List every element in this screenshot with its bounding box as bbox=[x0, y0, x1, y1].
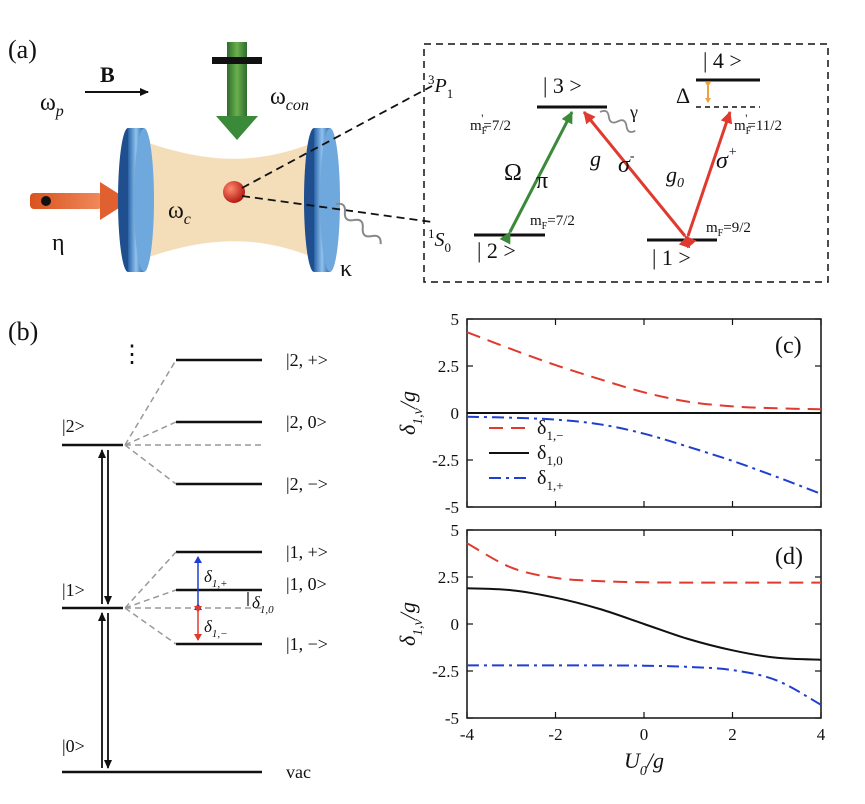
panel-b: (b) ⋮ |2> |1> |0> δ1,+ δ1,0 δ1,− bbox=[8, 317, 328, 782]
ellipsis: ⋮ bbox=[120, 342, 144, 368]
g-label: g bbox=[590, 146, 601, 171]
omega-c-label: ωc bbox=[168, 198, 191, 228]
label-ket-1: |1> bbox=[62, 580, 85, 600]
mf-state-1: mF=9/2 bbox=[706, 220, 751, 239]
gamma-label: γ bbox=[629, 102, 638, 122]
left-mirror bbox=[118, 128, 154, 272]
series-line-2 bbox=[466, 415, 822, 495]
eta-label: η bbox=[52, 230, 65, 256]
delta-1-0-label: δ1,0 bbox=[252, 593, 274, 616]
state-2-label: | 2 > bbox=[477, 238, 516, 263]
y-axis-label: δ1,ν/g bbox=[395, 391, 426, 435]
y-axis-label: δ1,ν/g bbox=[395, 602, 426, 646]
omega-con-label: ωcon bbox=[270, 84, 309, 114]
panel-label-b: (b) bbox=[8, 317, 38, 346]
term-1S0: 1S0 bbox=[428, 226, 451, 255]
sigma-minus-transition-arrow bbox=[582, 111, 697, 249]
y-tick-label: -5 bbox=[445, 498, 459, 517]
state-4-label: | 4 > bbox=[703, 48, 742, 73]
state-1-label: | 1 > bbox=[652, 245, 691, 270]
x-axis-label: U0/g bbox=[624, 748, 664, 779]
atom bbox=[223, 181, 245, 203]
zoom-line-lower bbox=[241, 195, 433, 223]
term-3P1: 3P1 bbox=[428, 72, 453, 101]
sigma-plus-label: σ+ bbox=[716, 145, 737, 174]
y-tick-label: 2.5 bbox=[438, 357, 459, 376]
b-field-label: B bbox=[100, 62, 115, 87]
label-2-minus: |2, −> bbox=[286, 474, 328, 494]
label-2-plus: |2, +> bbox=[286, 350, 328, 370]
control-beam bbox=[212, 42, 262, 140]
chart-c: 5 2.5 0 -2.5 -5 δ1,ν/g (c) δ1,−δ1,0δ1,+ bbox=[395, 310, 822, 517]
x-tick-label: 4 bbox=[817, 725, 826, 744]
pi-transition-arrow bbox=[499, 111, 574, 245]
series-line-0 bbox=[466, 542, 821, 584]
series-line-0 bbox=[466, 331, 822, 411]
label-1-0: |1, 0> bbox=[286, 574, 327, 594]
y-tick-label: 5 bbox=[451, 521, 460, 540]
sigma-minus-label: σ- bbox=[618, 149, 635, 178]
legend-label-1: δ1,0 bbox=[537, 442, 563, 468]
mf-state-4: mF'=11/2 bbox=[734, 111, 782, 137]
omega-rabi-label: Ω bbox=[504, 160, 522, 186]
g0-label: g0 bbox=[666, 162, 684, 191]
x-tick-label: 2 bbox=[728, 725, 737, 744]
y-tick-label: 0 bbox=[451, 404, 460, 423]
y-tick-label: -2.5 bbox=[432, 662, 459, 681]
splitting-lines-2 bbox=[124, 359, 177, 485]
panel-a: (a) B ωp η ωcon ωc bbox=[8, 35, 829, 283]
level-scheme-box bbox=[423, 43, 829, 283]
label-1-minus: |1, −> bbox=[286, 634, 328, 654]
y-tick-label: 2.5 bbox=[438, 568, 459, 587]
label-ket-2: |2> bbox=[62, 416, 85, 436]
mf-state-2: mF=7/2 bbox=[530, 213, 575, 232]
delta-1-plus-label: δ1,+ bbox=[204, 567, 228, 590]
label-ket-0: |0> bbox=[62, 736, 85, 756]
label-2-0: |2, 0> bbox=[286, 412, 327, 432]
state-3-label: | 3 > bbox=[543, 73, 582, 98]
label-vac: vac bbox=[286, 762, 311, 782]
series-line-1 bbox=[466, 587, 822, 661]
probe-beam bbox=[30, 182, 130, 220]
omega-p-label: ωp bbox=[40, 90, 64, 120]
right-mirror bbox=[304, 128, 340, 272]
label-1-plus: |1, +> bbox=[286, 542, 328, 562]
series-line-2 bbox=[467, 664, 822, 706]
y-tick-label: -2.5 bbox=[432, 451, 459, 470]
zoom-line-upper bbox=[241, 85, 433, 189]
mf-state-3: mF'=7/2 bbox=[470, 111, 511, 137]
legend-label-0: δ1,− bbox=[537, 417, 564, 443]
y-tick-label: 0 bbox=[451, 615, 460, 634]
kappa-label: κ bbox=[340, 256, 352, 282]
panel-label: (d) bbox=[775, 544, 803, 570]
kappa-decay-wave bbox=[335, 202, 382, 245]
panel-label-a: (a) bbox=[8, 35, 37, 64]
panel-label: (c) bbox=[775, 333, 802, 359]
sigma-plus-transition-arrow bbox=[678, 111, 733, 249]
delta-1-minus-label: δ1,− bbox=[204, 617, 228, 640]
y-tick-label: 5 bbox=[451, 310, 460, 329]
x-tick-label: -2 bbox=[548, 725, 562, 744]
delta-label: Δ bbox=[676, 83, 690, 108]
pi-label: π bbox=[536, 168, 548, 194]
y-tick-label: -5 bbox=[445, 709, 459, 728]
legend-label-2: δ1,+ bbox=[537, 467, 564, 493]
chart-d: 5 2.5 0 -2.5 -5-4 -2 0 2 4 δ1,ν/gU0/g (d) bbox=[395, 521, 826, 779]
x-tick-label: -4 bbox=[460, 725, 475, 744]
splitting-lines-1 bbox=[124, 551, 177, 645]
x-tick-label: 0 bbox=[640, 725, 649, 744]
